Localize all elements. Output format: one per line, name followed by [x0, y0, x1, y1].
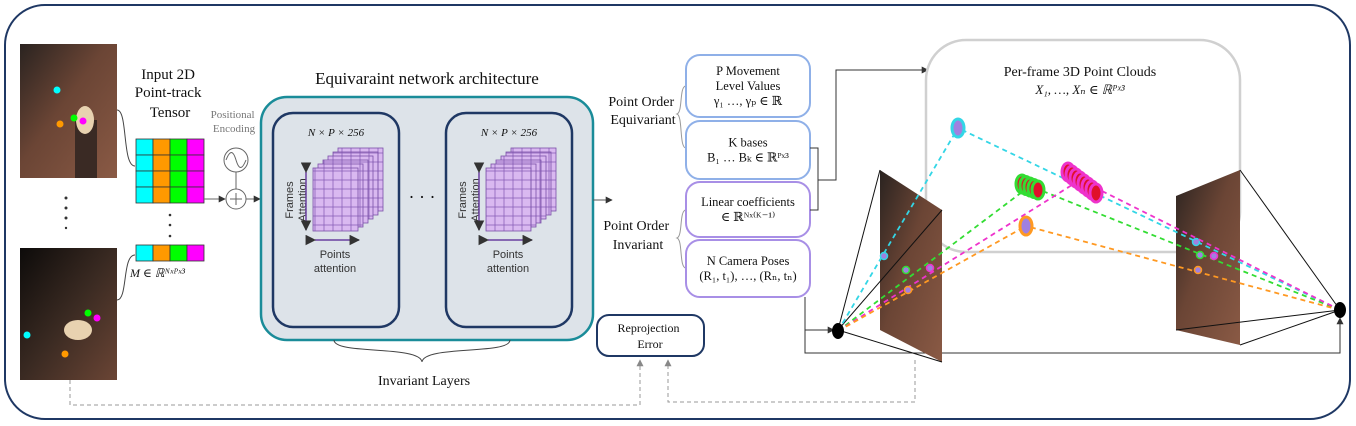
projection-ray — [837, 127, 959, 332]
network-title: Equivaraint network architecture — [315, 69, 539, 88]
reprojection-error-box — [596, 314, 705, 357]
projection-ray — [1029, 185, 1341, 311]
block-dims-label: N × P × 256 — [480, 127, 538, 139]
tensor-cell — [169, 244, 188, 262]
tensor-ellipsis — [168, 213, 172, 238]
projected-point — [1195, 250, 1205, 260]
point-clouds-title: Per-frame 3D Point Clouds — [1004, 65, 1157, 80]
tensor-cell — [135, 170, 154, 188]
tensor-cell — [186, 138, 205, 156]
point-clouds-box — [924, 38, 1242, 254]
tensor-cell — [135, 186, 154, 204]
feature-grid-layer — [312, 167, 359, 232]
output-box-text: K bases — [728, 136, 767, 150]
reprojection-error-label: Reprojection Error — [618, 321, 683, 351]
projection-ray — [1079, 179, 1341, 311]
input-tensor-last-row — [135, 244, 205, 262]
layers-ellipsis: · · · — [409, 187, 436, 207]
tensor-cell — [169, 186, 188, 204]
tensor-cell — [186, 154, 205, 172]
projected-point — [1209, 251, 1219, 261]
tensor-cell — [152, 186, 171, 204]
output-box-text: (R₁, t₁), …, (Rₙ, tₙ) — [699, 269, 796, 283]
output-box-text: ∈ ℝᴺˣ⁽ᴷ⁻¹⁾ — [721, 210, 775, 224]
point-cloud-point — [950, 117, 966, 139]
tensor-cell — [169, 170, 188, 188]
point-cloud-point — [1018, 215, 1034, 237]
left-image-plane — [880, 170, 942, 362]
projection-ray — [957, 127, 1341, 311]
output-box-4 — [685, 239, 811, 298]
output-box-2 — [685, 120, 811, 180]
tensor-cell — [186, 170, 205, 188]
projected-point — [901, 265, 911, 275]
tensor-cell — [169, 154, 188, 172]
output-box-text: Linear coefficients — [701, 195, 795, 209]
tensor-cell — [169, 138, 188, 156]
invariant-layers-label: Invariant Layers — [378, 374, 470, 389]
point-clouds-formula: X₁, …, Xₙ ∈ ℝᴾˣ³ — [1034, 82, 1125, 97]
output-box-1 — [685, 54, 811, 118]
output-box-text: N Camera Poses — [707, 254, 790, 268]
tensor-cell — [186, 244, 205, 262]
feature-grid-layer — [485, 167, 532, 232]
equivariant-label: Point Order Equivariant — [608, 95, 677, 128]
tensor-cell — [152, 244, 171, 262]
left-camera-center — [832, 323, 844, 339]
output-box-text: γ₁ …, γₚ ∈ ℝ — [713, 94, 783, 108]
frame-ellipsis — [64, 196, 68, 230]
projected-point — [925, 263, 935, 273]
projection-ray — [1025, 225, 1341, 311]
projected-point — [1193, 265, 1203, 275]
projection-ray — [837, 185, 1031, 332]
positional-encoding-label: Positional Encoding — [211, 109, 258, 135]
input-frame-first — [20, 44, 117, 178]
tensor-cell — [135, 138, 154, 156]
projected-point — [879, 251, 889, 261]
tensor-cell — [135, 154, 154, 172]
block-dims-label: N × P × 256 — [307, 127, 365, 139]
point-cloud-point — [1030, 179, 1046, 201]
projection-ray — [837, 179, 1081, 332]
projected-point — [1191, 237, 1201, 247]
input-frame-last — [20, 248, 117, 380]
projected-point — [903, 285, 913, 295]
input-tensor-grid — [135, 138, 205, 204]
input-title: Input 2D Point-track Tensor — [135, 67, 205, 121]
output-box-text: P Movement — [716, 64, 780, 78]
right-image-plane — [1176, 170, 1240, 345]
tensor-cell — [186, 186, 205, 204]
invariant-label: Point Order Invariant — [603, 219, 672, 253]
output-box-text: Level Values — [716, 79, 781, 93]
tensor-cell — [152, 138, 171, 156]
point-cloud-point — [1088, 182, 1104, 204]
tensor-shape-label: M ∈ ℝᴺˣᴾˣ³ — [129, 266, 185, 280]
right-camera-center — [1334, 302, 1346, 318]
tensor-cell — [135, 244, 154, 262]
tensor-cell — [152, 154, 171, 172]
tensor-cell — [152, 170, 171, 188]
output-box-text: B₁ … Bₖ ∈ ℝᴾˣ³ — [707, 151, 789, 165]
